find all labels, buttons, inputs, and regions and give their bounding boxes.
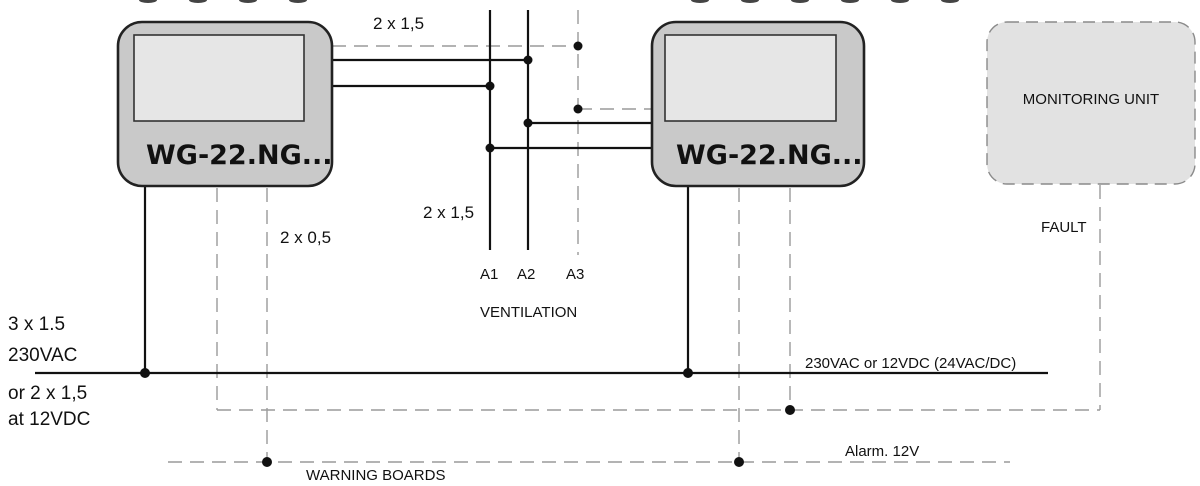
- top-edge-marks: [139, 0, 959, 3]
- detector-device-right: WG-22.NG...: [650, 20, 866, 188]
- warning-boards-label: WARNING BOARDS: [306, 467, 445, 484]
- device-right-label: WG-22.NG...: [676, 140, 863, 171]
- detector-device-left: WG-22.NG...: [116, 20, 334, 188]
- power-bus-label: 230VAC or 12VDC (24VAC/DC): [805, 355, 1016, 372]
- ventilation-line-a3: A3: [566, 266, 584, 283]
- monitoring-unit-label: MONITORING UNIT: [1023, 91, 1159, 108]
- cable-label-signal: 2 x 0,5: [280, 228, 331, 247]
- alarm-label: Alarm. 12V: [845, 443, 919, 460]
- power-spec-line1: 3 x 1.5: [8, 314, 65, 335]
- solid-wiring: [35, 10, 1048, 375]
- device-left-label: WG-22.NG...: [146, 140, 333, 171]
- ventilation-title: VENTILATION: [480, 304, 577, 321]
- power-spec-line4: at 12VDC: [8, 409, 90, 430]
- junction-dots: [140, 41, 795, 467]
- ventilation-line-a1: A1: [480, 266, 498, 283]
- power-spec-line2: 230VAC: [8, 345, 77, 366]
- fault-label: FAULT: [1041, 219, 1087, 236]
- power-spec-line3: or 2 x 1,5: [8, 383, 87, 404]
- cable-label-mid: 2 x 1,5: [423, 203, 474, 222]
- cable-label-top: 2 x 1,5: [373, 14, 424, 33]
- ventilation-line-a2: A2: [517, 266, 535, 283]
- monitoring-unit: MONITORING UNIT: [986, 21, 1196, 185]
